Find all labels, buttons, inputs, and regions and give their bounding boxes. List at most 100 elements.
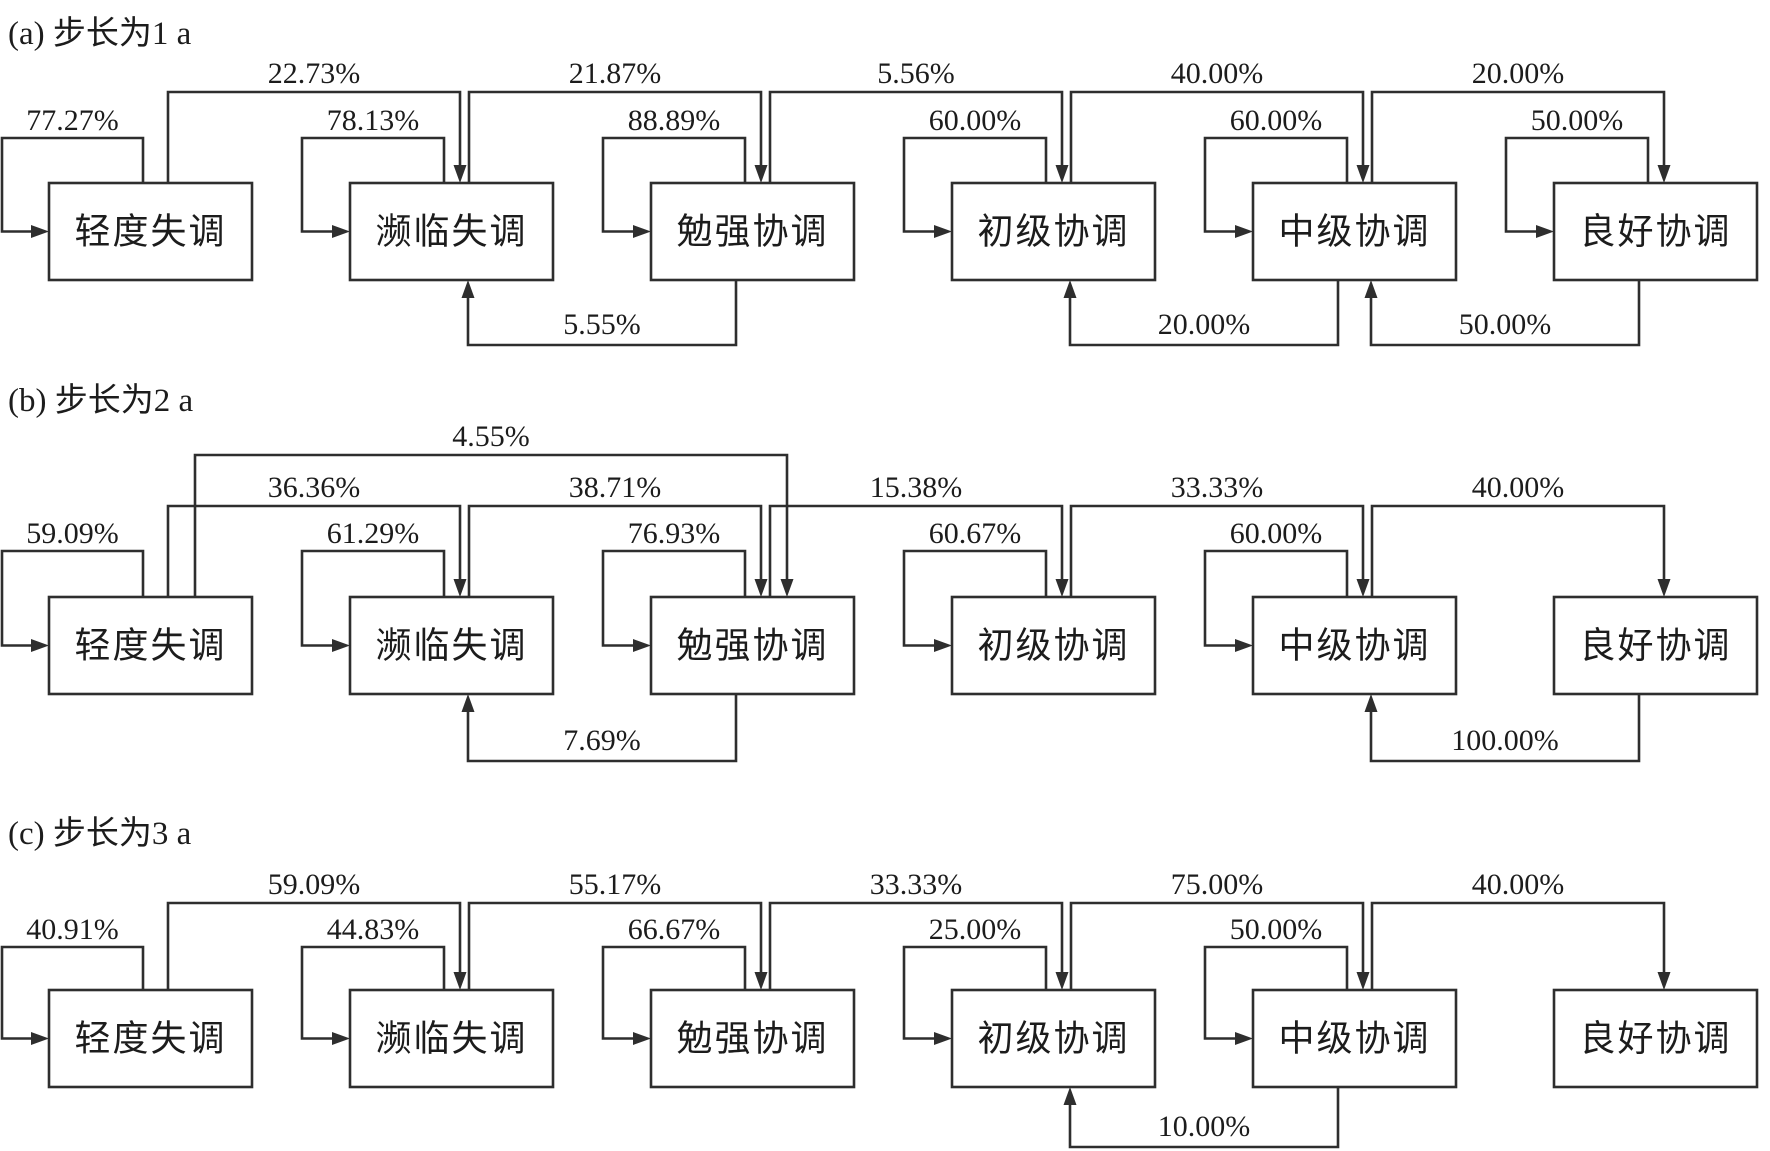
arc-label: 59.09% [268, 868, 361, 901]
state-box-c-1 [348, 988, 555, 1089]
arc-label: 20.00% [1158, 308, 1251, 341]
state-box-b-3 [950, 595, 1157, 696]
arc-label: 55.17% [569, 868, 662, 901]
self-loop-arc [300, 945, 446, 1040]
state-label-a-3: 初级协调 [977, 212, 1129, 252]
backward-arc [1068, 280, 1340, 347]
self-loop-arc [902, 945, 1048, 1040]
arc-label: 50.00% [1459, 308, 1552, 341]
forward-arc [166, 504, 462, 597]
arc-label: 75.00% [1171, 868, 1264, 901]
arrowhead [633, 225, 651, 238]
arrowhead [332, 1032, 350, 1045]
backward-arc [466, 694, 738, 763]
state-label-c-1: 濒临失调 [375, 1019, 527, 1059]
arrowhead [934, 1032, 952, 1045]
arc-label: 7.69% [563, 724, 641, 757]
arc-label: 76.93% [628, 517, 721, 550]
arc-label: 66.67% [628, 913, 721, 946]
forward-arc [467, 90, 763, 183]
arc-label: 5.56% [877, 57, 955, 90]
state-label-b-1: 濒临失调 [375, 626, 527, 666]
state-box-b-4 [1251, 595, 1458, 696]
arrowhead [332, 639, 350, 652]
arc-label: 33.33% [870, 868, 963, 901]
state-box-a-0 [47, 181, 254, 282]
state-box-b-0 [47, 595, 254, 696]
arrowhead [1657, 579, 1671, 597]
self-loop-arc [1203, 945, 1349, 1040]
forward-arc [166, 901, 462, 990]
arc-label: 50.00% [1531, 104, 1624, 137]
forward-arc [467, 901, 763, 990]
arrowhead [780, 579, 794, 597]
arc-label: 21.87% [569, 57, 662, 90]
arrowhead [1536, 225, 1554, 238]
forward-arc [166, 90, 462, 183]
state-box-c-5 [1552, 988, 1759, 1089]
arc-label: 100.00% [1451, 724, 1559, 757]
arc-label: 44.83% [327, 913, 420, 946]
self-loop-arc [300, 136, 446, 233]
arrowhead [934, 639, 952, 652]
arrowhead [1063, 280, 1077, 298]
arrowhead [1356, 579, 1370, 597]
self-loop-arc [0, 945, 145, 1040]
arc-label: 78.13% [327, 104, 420, 137]
arc-label: 20.00% [1472, 57, 1565, 90]
self-loop-arc [601, 136, 747, 233]
state-box-b-1 [348, 595, 555, 696]
state-box-c-3 [950, 988, 1157, 1089]
backward-arc [1068, 1087, 1340, 1149]
arc-label: 59.09% [26, 517, 119, 550]
self-loop-arc [1203, 549, 1349, 647]
arc-label: 60.00% [929, 104, 1022, 137]
arrowhead [31, 639, 49, 652]
state-label-a-4: 中级协调 [1278, 212, 1430, 252]
self-loop-arc [300, 549, 446, 647]
state-label-c-4: 中级协调 [1278, 1019, 1430, 1059]
arrowhead [1235, 1032, 1253, 1045]
arc-label: 77.27% [26, 104, 119, 137]
self-loop-arc [1504, 136, 1650, 233]
self-loop-arc [902, 549, 1048, 647]
state-box-c-4 [1251, 988, 1458, 1089]
state-label-a-2: 勉强协调 [676, 212, 828, 252]
arrowhead [754, 165, 768, 183]
arc-label: 10.00% [1158, 1110, 1251, 1143]
arc-label: 5.55% [563, 308, 641, 341]
arrowhead [31, 1032, 49, 1045]
panel-c-title: (c) 步长为3 a [8, 816, 192, 852]
arrowhead [453, 579, 467, 597]
arrowhead [633, 1032, 651, 1045]
forward-arc [1069, 504, 1365, 597]
arrowhead [31, 225, 49, 238]
forward-arc [467, 504, 763, 597]
self-loop-arc [601, 549, 747, 647]
arrowhead [1063, 1087, 1077, 1105]
panel-b-title: (b) 步长为2 a [8, 383, 194, 419]
arc-label: 40.00% [1472, 471, 1565, 504]
state-box-a-5 [1552, 181, 1759, 282]
arrowhead [1055, 972, 1069, 990]
arc-label: 40.91% [26, 913, 119, 946]
state-box-c-2 [649, 988, 856, 1089]
state-box-a-1 [348, 181, 555, 282]
arrowhead [1364, 694, 1378, 712]
arc-label: 36.36% [268, 471, 361, 504]
backward-arc [1369, 694, 1641, 763]
self-loop-arc [0, 549, 145, 647]
forward-arc [768, 901, 1064, 990]
arc-label: 50.00% [1230, 913, 1323, 946]
state-label-c-3: 初级协调 [977, 1019, 1129, 1059]
forward-arc [1069, 901, 1365, 990]
state-label-b-0: 轻度失调 [74, 626, 226, 666]
forward-arc [1370, 901, 1666, 990]
arrowhead [1356, 165, 1370, 183]
arrowhead [1055, 165, 1069, 183]
arrowhead [453, 165, 467, 183]
state-box-b-5 [1552, 595, 1759, 696]
arrowhead [1657, 972, 1671, 990]
